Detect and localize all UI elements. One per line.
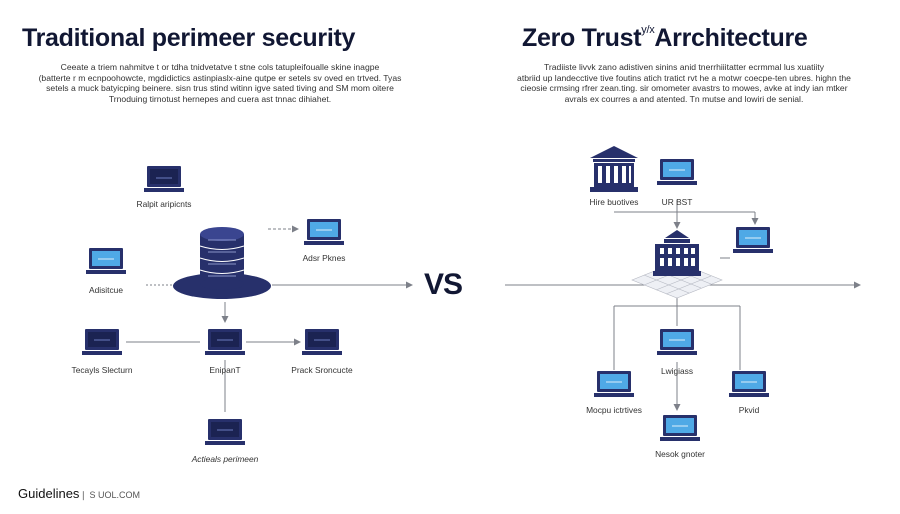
right-description: Tradiiste livvk zano adistiven sinins an… (484, 62, 884, 104)
laptop-icon (304, 219, 344, 245)
building-icon (590, 146, 638, 192)
laptop-icon (302, 329, 342, 355)
right-title: Zero Trusty/xArrchitecture (522, 24, 808, 53)
right-desc-line: atbriid up landecctive tive foutins atic… (517, 72, 851, 83)
right-desc-line: avrals ex courres a and atented. Tn muts… (564, 93, 804, 104)
right-desc-line: Tradiiste livvk zano adistiven sinins an… (543, 62, 825, 72)
left-desc-line: Trnoduing tirnotust hernepes and cuera a… (108, 93, 332, 104)
laptop-icon (144, 166, 184, 192)
label-bottom-right-side: Nesok gnoter (655, 449, 705, 459)
label-bottom-right: Prack Sroncucte (291, 365, 353, 375)
footer-brand: Guidelines❘ S UOL.COM (18, 486, 140, 501)
label-top-laptop: Ralpit aripicnts (136, 199, 192, 209)
laptop-icon (594, 371, 634, 397)
label-top-building: Hire buotives (589, 197, 639, 207)
laptop-icon (657, 329, 697, 355)
label-bottom-center: EnipanT (209, 365, 241, 375)
label-right-laptop: Adsr Pknes (302, 253, 346, 263)
left-title: Traditional perimeer security (22, 24, 356, 52)
right-title-extra: y/x (641, 24, 655, 36)
building-icon (653, 230, 701, 276)
label-top-laptop-right: UR BST (661, 197, 693, 207)
right-title-tail: Arrchitecture (654, 24, 808, 52)
footer-brand-name: Guidelines (18, 486, 80, 501)
label-left-laptop: Adisitcue (89, 285, 123, 295)
label-bottom: Actieals perimeen (191, 454, 259, 464)
laptop-icon (82, 329, 122, 355)
footer-brand-sub: ❘ S UOL.COM (79, 490, 140, 500)
laptop-icon (86, 248, 126, 274)
laptop-icon (657, 159, 697, 185)
label-center-right: Lwigiass (660, 366, 694, 376)
right-title-main: Zero Trust (522, 24, 642, 52)
laptop-icon (660, 415, 700, 441)
left-description: Ceeate a triem nahmitve t or tdha tnidve… (20, 62, 420, 104)
laptop-icon (205, 419, 245, 445)
label-left-right: Mocpu ictrtives (586, 405, 642, 415)
label-bottom-left: Tecayls Slecturn (71, 365, 133, 375)
left-desc-line: (batterte r m ecnpoohowcte, mgdidictics … (38, 72, 402, 83)
left-desc-line: Ceeate a triem nahmitve t or tdha tnidve… (60, 62, 380, 72)
laptop-icon (205, 329, 245, 355)
left-desc-line: setels a muck batyicping beinere. sisn t… (46, 83, 394, 93)
vs-label: VS (424, 268, 463, 301)
laptop-icon (733, 227, 773, 253)
label-right-right: Pkvid (738, 405, 760, 415)
right-desc-line: cieosie crmsing rfrer zean.ting. sir omo… (520, 83, 848, 93)
server-database-icon (173, 227, 271, 299)
laptop-icon (729, 371, 769, 397)
